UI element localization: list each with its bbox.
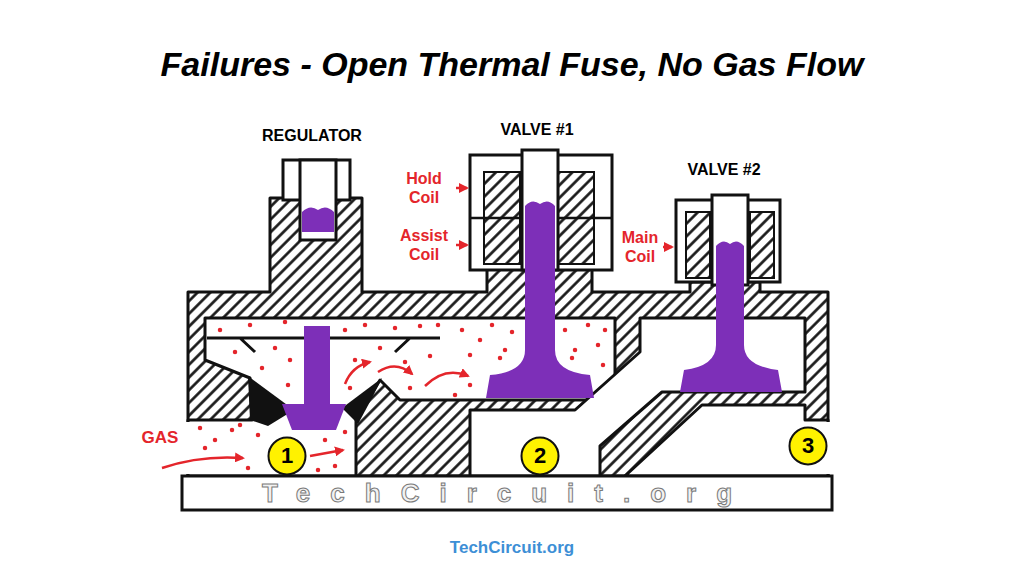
gas-flow-arrow	[378, 366, 412, 374]
callout-circle: 3	[788, 426, 828, 466]
valve1-disc	[486, 350, 594, 398]
regulator-disc	[282, 404, 346, 430]
coil-label-box: Hold Coil	[396, 169, 452, 207]
part-name-box: REGULATOR	[247, 126, 377, 145]
callout-circle-fill	[269, 438, 306, 475]
gas-flow-arrow	[345, 362, 370, 384]
valve2-disc	[680, 345, 782, 392]
diagram-title: Failures - Open Thermal Fuse, No Gas Flo…	[161, 44, 864, 84]
coil-label: Hold Coil	[396, 169, 452, 207]
regulator-seat	[248, 376, 294, 426]
gas-flow-arrow	[425, 373, 468, 386]
regulator-stem	[304, 326, 330, 406]
site-caption-box: TechCircuit.org	[0, 537, 1024, 559]
base-plate	[182, 476, 832, 510]
coil-label-box: Main Coil	[612, 228, 668, 266]
diagram-title-box: Failures - Open Thermal Fuse, No Gas Flo…	[0, 44, 1024, 84]
callout-circle-fill	[522, 438, 559, 475]
regulator-bore	[300, 160, 336, 240]
part-name: REGULATOR	[262, 126, 362, 145]
leader-arrow	[456, 244, 467, 247]
coil-label-box: Assist Coil	[396, 226, 452, 264]
part-name-box: VALVE #1	[472, 120, 602, 139]
main-coil	[686, 212, 710, 278]
watermark: TechCircuit.org	[262, 479, 752, 507]
regulator-seat	[342, 378, 382, 424]
callout-number: 2	[534, 444, 546, 468]
callout-circle-fill	[790, 428, 827, 465]
callout-number: 3	[802, 434, 814, 458]
main-coil	[750, 212, 774, 278]
coil-label: Main Coil	[612, 228, 668, 266]
leader-arrow	[456, 187, 467, 190]
coil-label: Assist Coil	[396, 226, 452, 264]
watermark-box: TechCircuit.org	[182, 479, 832, 507]
callout-circle: 1	[267, 436, 307, 476]
flow-label-box: GAS	[130, 427, 190, 448]
flow-label: GAS	[142, 427, 179, 448]
callout-number: 1	[281, 444, 293, 468]
inlet-opening	[184, 422, 193, 474]
site-caption: TechCircuit.org	[450, 537, 574, 559]
leader-arrow	[663, 246, 672, 249]
valve1-plunger	[525, 201, 555, 375]
callout-circle: 2	[520, 436, 560, 476]
gas-flow-arrow	[310, 450, 343, 456]
gas-flow-arrow	[162, 457, 243, 468]
outlet-passage	[625, 405, 828, 476]
part-name: VALVE #1	[500, 120, 573, 139]
part-name-box: VALVE #2	[659, 160, 789, 179]
part-name: VALVE #2	[687, 160, 760, 179]
regulator-spring-plug	[302, 207, 334, 232]
